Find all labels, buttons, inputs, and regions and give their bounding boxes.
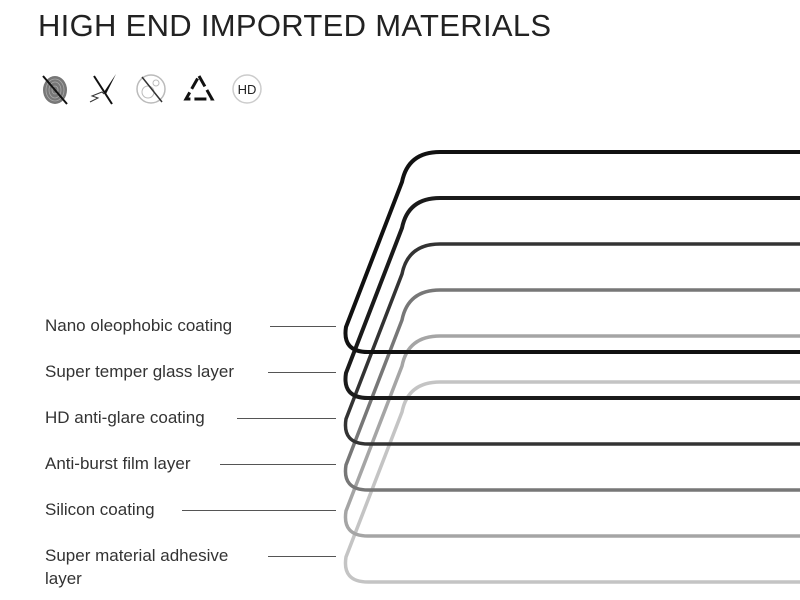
anti-bubble-icon	[136, 74, 166, 104]
layer-outline	[343, 334, 800, 538]
anti-fingerprint-icon	[42, 75, 68, 105]
layer-outline	[343, 242, 800, 446]
leader-line	[237, 418, 336, 419]
page-title: HIGH END IMPORTED MATERIALS	[38, 8, 552, 43]
recyclable-icon	[183, 72, 215, 101]
layer-outline	[343, 196, 800, 400]
leader-line	[182, 510, 336, 511]
layer-label: Nano oleophobic coating	[45, 316, 233, 335]
leader-line	[268, 556, 336, 557]
layer-label: HD anti-glare coating	[45, 408, 205, 427]
feature-icons: HD	[38, 72, 264, 106]
hd-icon-text: HD	[238, 82, 257, 97]
layer-outline	[343, 150, 800, 354]
layer-outline	[343, 380, 800, 584]
leader-line	[220, 464, 336, 465]
hd-icon: HD	[232, 74, 262, 104]
leader-line	[268, 372, 336, 373]
layer-label: Anti-burst film layer	[45, 454, 191, 473]
layer-label: Super temper glass layer	[45, 362, 234, 381]
leader-line	[270, 326, 336, 327]
layer-outline	[343, 288, 800, 492]
layer-label: Super material adhesive layer	[45, 546, 229, 588]
layer-label: Silicon coating	[45, 500, 155, 519]
anti-scratch-icon	[89, 74, 116, 105]
